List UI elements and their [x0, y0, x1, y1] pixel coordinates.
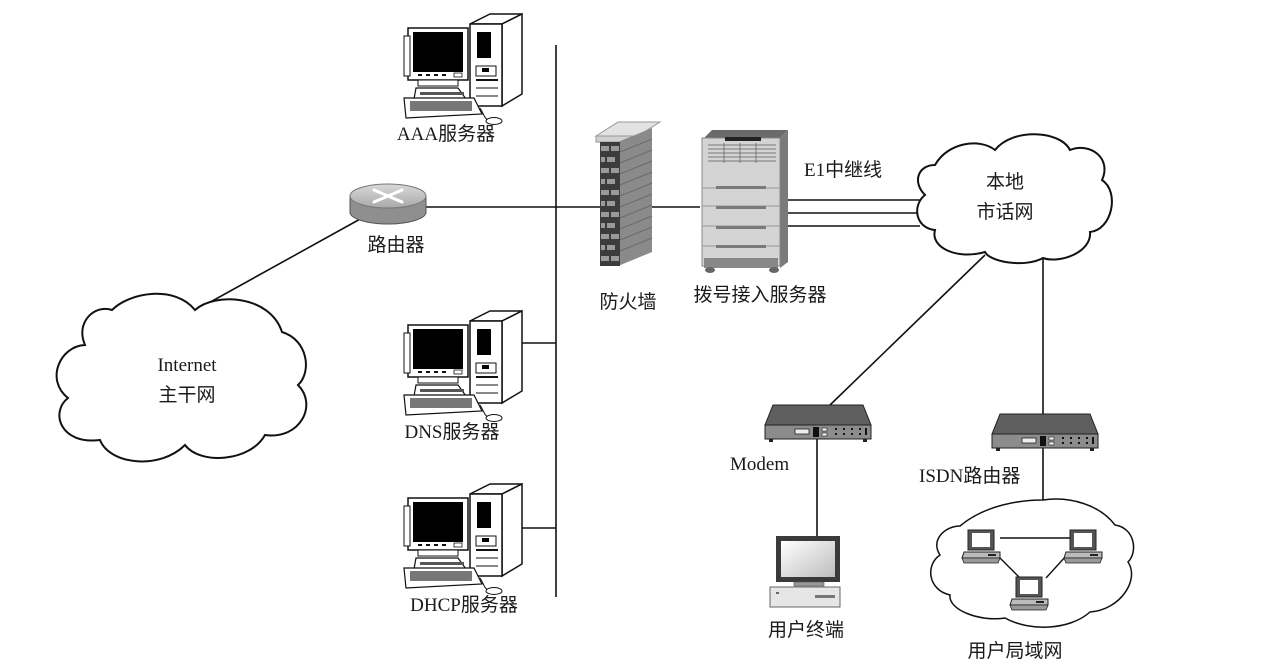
internet-cloud-icon	[55, 292, 308, 463]
router-label: 路由器	[367, 235, 425, 256]
dns-server-label: DNS服务器	[404, 422, 500, 443]
internet-label-line2: 主干网	[158, 385, 216, 406]
modem-icon	[764, 404, 872, 443]
pstn-label-line1: 本地	[985, 172, 1025, 193]
firewall-icon	[594, 121, 662, 266]
aaa-server-label: AAA服务器	[396, 124, 496, 145]
lan-links	[997, 537, 1072, 579]
user-lan-label: 用户局域网	[967, 641, 1063, 662]
pstn-cloud-icon	[916, 133, 1113, 265]
firewall-label: 防火墙	[599, 292, 657, 313]
e1-trunk-label: E1中继线	[804, 160, 883, 181]
modem-label: Modem	[730, 454, 790, 475]
internet-router-link	[204, 217, 363, 306]
router-icon	[349, 183, 427, 225]
dhcp-server-icon	[403, 483, 523, 596]
isdn-router-icon	[991, 413, 1099, 452]
isdn-router-label: ISDN路由器	[919, 466, 1021, 487]
lan-pc-bottom-icon	[1009, 576, 1049, 611]
aaa-server-icon	[403, 13, 523, 126]
dns-server-icon	[403, 310, 523, 423]
connections	[204, 45, 1044, 597]
lan-pc-left-icon	[961, 529, 1001, 564]
internet-label-line1: Internet	[157, 355, 217, 376]
pstn-modem-link	[829, 254, 986, 406]
access-server-icon	[701, 130, 788, 273]
user-terminal-pc-icon	[769, 536, 841, 608]
user-terminal-label: 用户终端	[767, 620, 845, 641]
lan-pc-right-icon	[1063, 529, 1103, 564]
dhcp-server-label: DHCP服务器	[410, 595, 518, 616]
access-server-label: 拨号接入服务器	[693, 285, 827, 306]
pstn-label-line2: 市话网	[976, 202, 1034, 223]
